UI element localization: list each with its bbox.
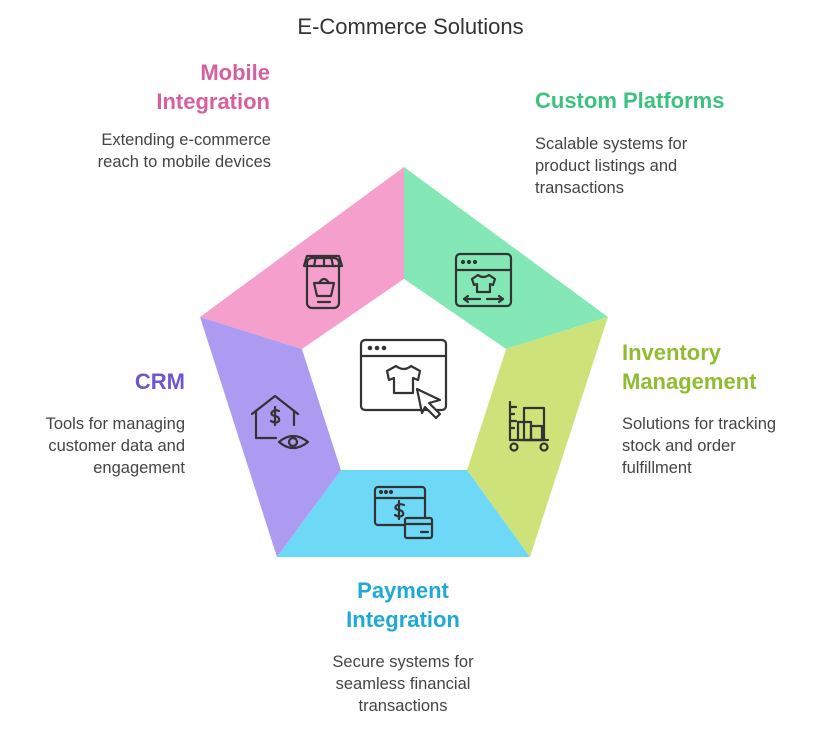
segment-inventory-management	[467, 317, 608, 557]
description-line: Secure systems for	[332, 653, 474, 671]
description-line: transactions	[535, 179, 624, 197]
segment-custom-platforms	[404, 167, 608, 349]
segment-description-custom: Scalable systems for product listings an…	[535, 133, 795, 199]
description-line: product listings and	[535, 157, 678, 175]
segment-mobile-integration	[200, 167, 404, 349]
label-line: Management	[622, 369, 757, 394]
inventory-cart-icon	[508, 400, 550, 452]
label-line: Mobile	[200, 60, 270, 85]
segment-label-payment: Payment Integration	[283, 576, 523, 634]
segment-description-inventory: Solutions for tracking stock and order f…	[622, 413, 817, 479]
segment-description-payment: Secure systems for seamless financial tr…	[283, 651, 523, 717]
mobile-shop-icon	[302, 254, 344, 310]
house-dollar-eye-icon	[250, 394, 310, 450]
label-line: Payment	[357, 578, 449, 603]
description-line: transactions	[358, 697, 448, 715]
description-line: Scalable systems for	[535, 135, 688, 153]
label-line: CRM	[134, 369, 185, 394]
segment-label-crm: CRM	[60, 367, 185, 396]
description-line: fulfillment	[622, 459, 692, 477]
description-line: Tools for managing	[45, 415, 185, 433]
browser-shirt-icon	[454, 252, 513, 308]
description-line: stock and order	[622, 437, 736, 455]
segment-label-mobile: Mobile Integration	[90, 58, 270, 116]
payment-card-icon	[373, 485, 434, 540]
segment-label-inventory: Inventory Management	[622, 338, 812, 396]
center-pentagon	[302, 279, 506, 470]
browser-shirt-cursor-icon	[359, 338, 448, 420]
description-line: reach to mobile devices	[97, 153, 271, 171]
description-line: Extending e-commerce	[101, 131, 271, 149]
description-line: customer data and	[48, 437, 185, 455]
segment-description-mobile: Extending e-commerce reach to mobile dev…	[40, 129, 271, 173]
description-line: Solutions for tracking	[622, 415, 777, 433]
description-line: seamless financial	[335, 675, 471, 693]
label-line: Integration	[346, 607, 460, 632]
label-line: Integration	[156, 89, 270, 114]
segment-label-custom: Custom Platforms	[535, 86, 795, 115]
segment-description-crm: Tools for managing customer data and eng…	[15, 413, 185, 479]
label-line: Inventory	[622, 340, 722, 365]
label-line: Custom Platforms	[535, 88, 725, 113]
description-line: engagement	[93, 459, 185, 477]
diagram-title: E-Commerce Solutions	[297, 14, 524, 39]
